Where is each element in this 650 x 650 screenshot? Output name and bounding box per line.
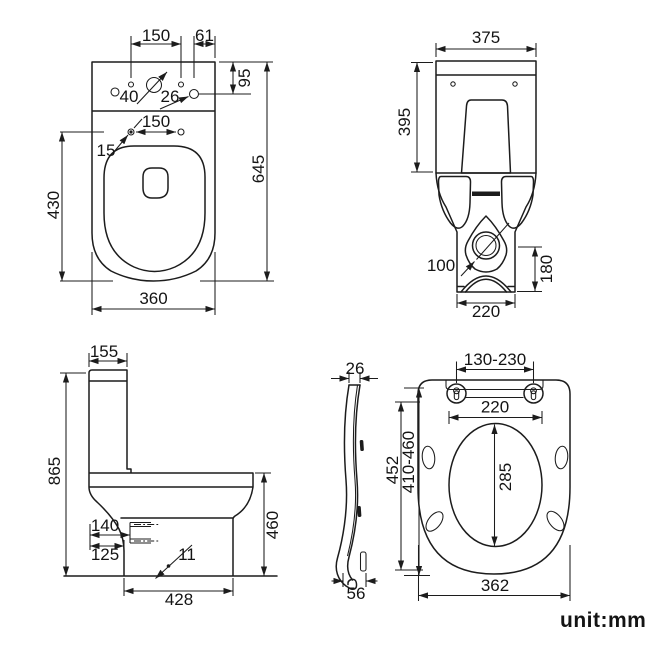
view-seat-plan: 26 56 130-230 220 362 452 410-460 285 (331, 350, 571, 603)
seat-bumper-lower (357, 505, 362, 518)
leader-dot (166, 564, 171, 568)
view-side-elevation: 155 140 125 11 428 865 460 (45, 342, 282, 609)
hinge-bar (465, 388, 524, 399)
tank-hole-left (110, 87, 120, 97)
leader-diameter-40 (136, 71, 168, 105)
dim-label-285: 285 (496, 463, 515, 491)
dim-label-410-460: 410-460 (399, 431, 418, 493)
bowl-rim-outline (103, 145, 206, 273)
unit-note: unit:mm (560, 609, 646, 632)
dim-label-11: 11 (178, 545, 196, 564)
dim-label-375: 375 (472, 28, 500, 47)
dim-label-130-230: 130-230 (464, 350, 526, 369)
inlet-centerlines (134, 523, 160, 542)
drain-hole-inner (475, 234, 497, 257)
hinge-right-pin (530, 387, 537, 395)
leader-11 (155, 544, 193, 579)
extension-lines (60, 36, 274, 315)
leader-15 (112, 134, 129, 154)
leader-diameter-26 (159, 96, 189, 110)
seat-profile-hinge-curl (347, 578, 358, 590)
tank-hole-center (145, 76, 163, 94)
seat-buffer-piece (359, 551, 367, 572)
center-bar (472, 191, 500, 196)
seat-bumper-upper (359, 439, 364, 452)
wing-cutout-right (500, 175, 535, 229)
cistern-hole-right (512, 81, 518, 87)
seat-opening (448, 422, 543, 548)
hinge-left-pin (453, 387, 460, 395)
leader-15-tail (133, 118, 143, 129)
hinge-left-slot (453, 390, 460, 401)
flush-outlet-outline (142, 167, 169, 199)
dim-label-26: 26 (161, 87, 180, 106)
dim-label-220: 220 (481, 398, 509, 417)
flange-slot-lower-left (425, 511, 444, 532)
flange-slot-upper-left (421, 445, 436, 470)
dim-label-95: 95 (235, 69, 254, 88)
flange-slot-lower-right (546, 510, 565, 532)
view-rear-elevation: 375 100 220 395 180 (395, 28, 556, 321)
dim-label-460: 460 (263, 511, 282, 539)
leader-dot (129, 130, 133, 134)
foot-arches (460, 275, 512, 293)
seat-profile-right-edge (346, 384, 361, 581)
drain-boss-outline (464, 215, 508, 273)
dim-label-645: 645 (249, 155, 268, 183)
dim-label-125: 125 (91, 545, 119, 564)
dim-label-430: 430 (44, 191, 63, 219)
drain-hole-outer (471, 231, 501, 260)
dim-label-428: 428 (165, 590, 193, 609)
dim-label-150-holes: 150 (142, 112, 170, 131)
cistern-hole-left (450, 81, 456, 87)
dim-label-180: 180 (537, 255, 556, 283)
hinge-right (523, 383, 544, 404)
hinge-right-slot (530, 390, 537, 401)
tank-body-outline (91, 61, 216, 282)
tank-hole-side (188, 88, 200, 100)
seat-fixing-hole-right (177, 128, 185, 136)
dim-label-395: 395 (395, 108, 414, 136)
dim-label-865: 865 (45, 457, 64, 485)
leader-100 (460, 261, 475, 277)
view-top-plan: 150 61 40 26 150 15 95 430 645 360 (44, 26, 274, 315)
seat-fixing-hole-left (127, 128, 135, 136)
dim-label-362: 362 (481, 576, 509, 595)
dim-label-61: 61 (195, 26, 214, 45)
side-profile-outline (63, 369, 278, 577)
flange-slot-upper-right (554, 445, 569, 470)
seat-profile-left-edge (335, 384, 352, 590)
fixing-hole-top-right (177, 81, 185, 88)
dim-label-150-top: 150 (142, 26, 170, 45)
dim-label-360: 360 (139, 289, 167, 308)
seat-profile-inner-line (346, 384, 359, 557)
dim-label-26: 26 (346, 359, 365, 378)
dim-label-40: 40 (120, 87, 139, 106)
dim-label-100: 100 (427, 256, 455, 275)
dim-label-155: 155 (90, 342, 118, 361)
dim-label-220: 220 (472, 302, 500, 321)
dim-label-56: 56 (347, 584, 366, 603)
dim-label-15: 15 (97, 141, 116, 160)
dim-label-452: 452 (383, 456, 402, 484)
wing-cutout-left (437, 175, 472, 229)
leader-100-tail (476, 222, 510, 260)
inlet-bracket (129, 521, 151, 544)
fixing-hole-top-left (127, 81, 135, 88)
dim-label-140: 140 (91, 516, 119, 535)
valve-cover-outline (460, 99, 512, 174)
hinge-left (446, 383, 467, 404)
